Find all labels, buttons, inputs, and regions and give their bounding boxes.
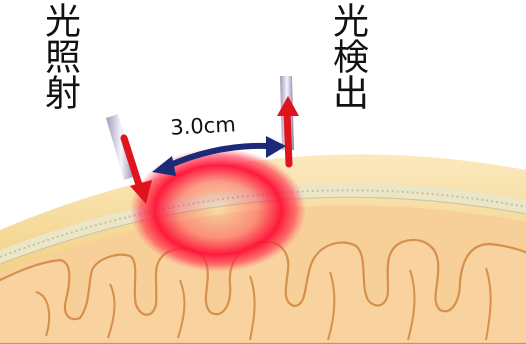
red-arrow-icon	[277, 96, 299, 164]
light-emission-label: 光照射	[34, 2, 78, 110]
light-path-region	[130, 148, 306, 272]
light-detection-label: 光検出	[322, 2, 366, 110]
distance-label: 3.0cm	[157, 112, 248, 141]
